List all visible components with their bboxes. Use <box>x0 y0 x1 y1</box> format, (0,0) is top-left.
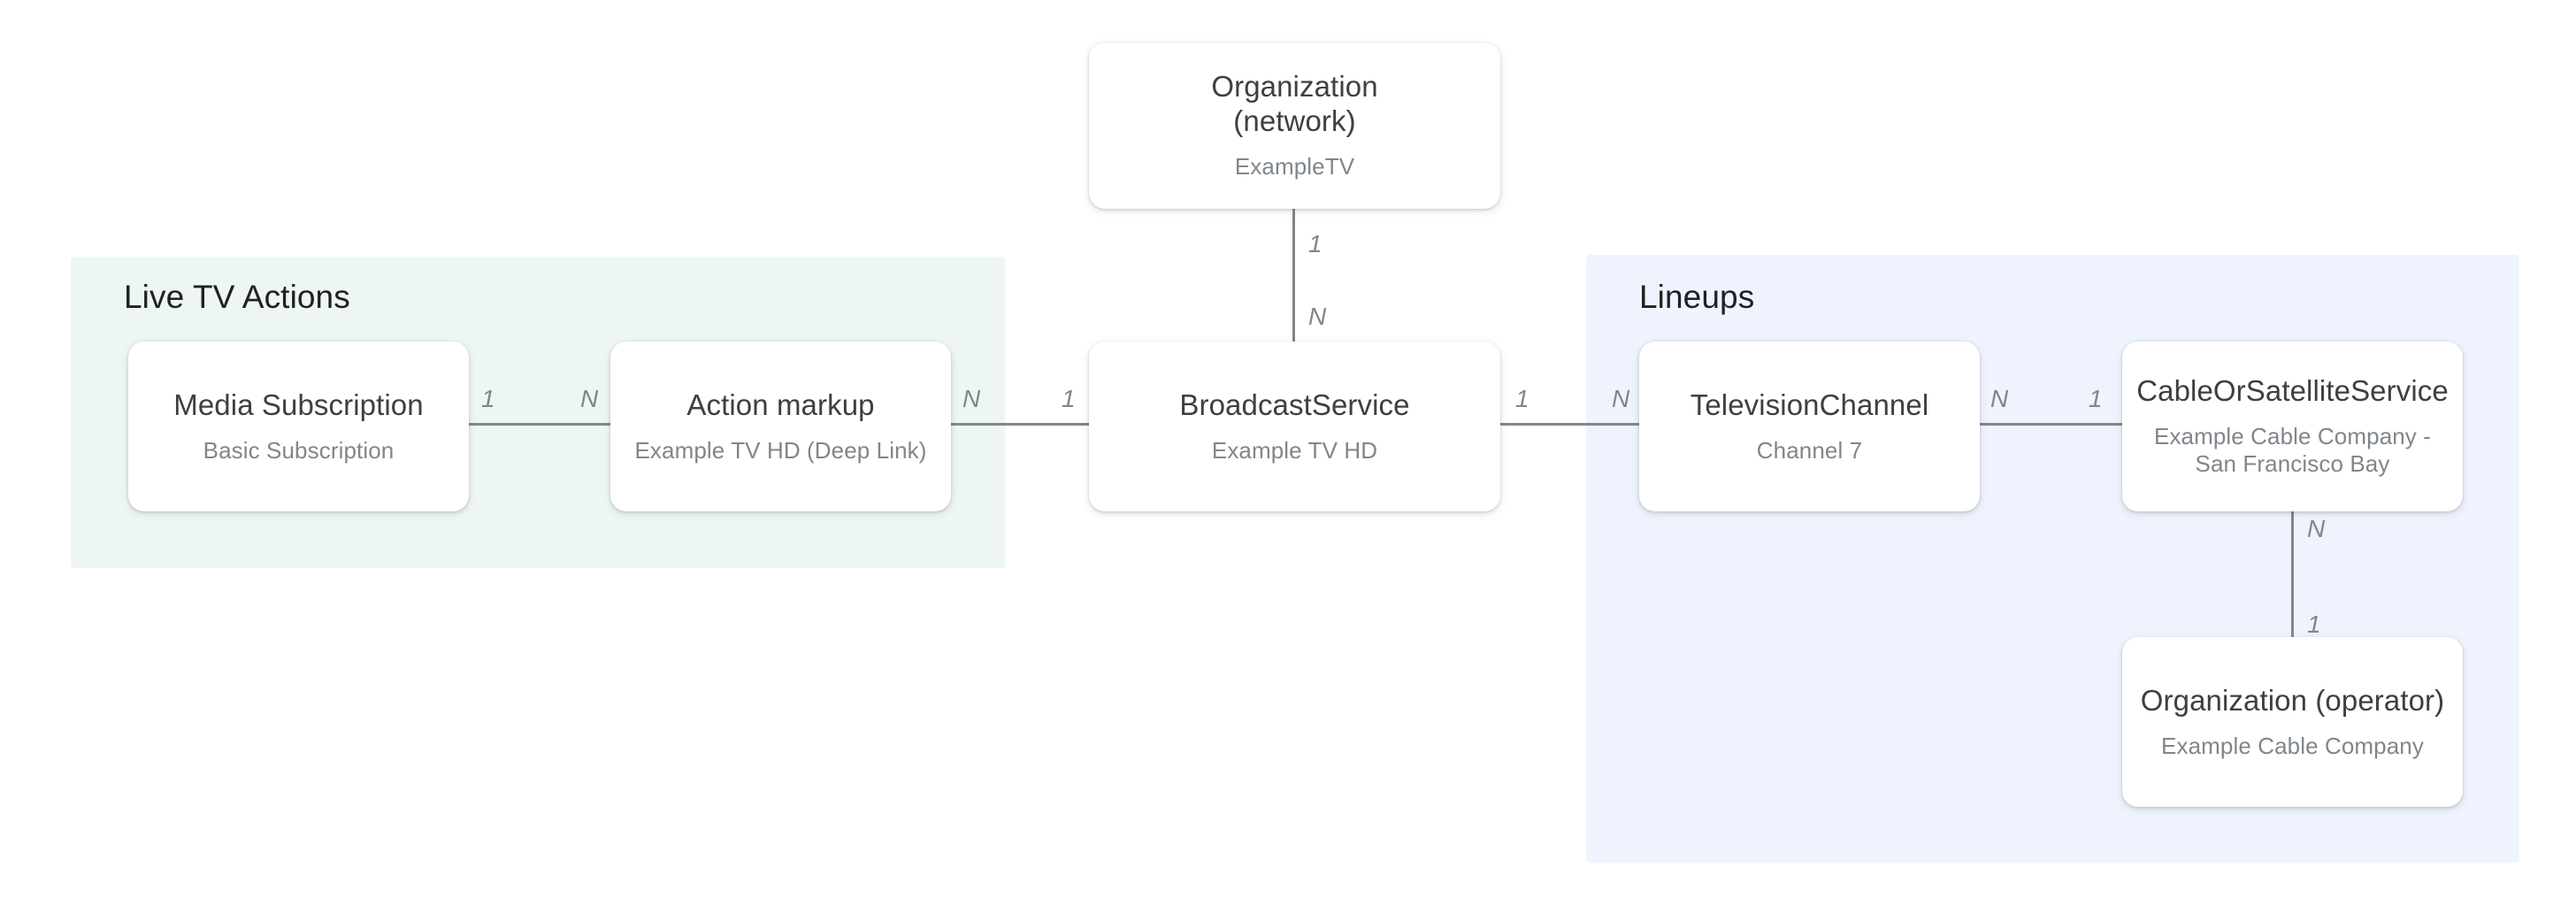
node-subtitle-line-2: San Francisco Bay <box>2195 450 2390 478</box>
node-organization-operator[interactable]: Organization (operator) Example Cable Co… <box>2122 637 2463 807</box>
edge-label-4: 1 <box>1062 385 1076 412</box>
edge-label-12: 1 <box>2307 610 2321 638</box>
node-media-subscription[interactable]: Media Subscription Basic Subscription <box>128 342 469 511</box>
edge-label-2: N <box>580 385 599 412</box>
node-title: CableOrSatelliteService <box>2136 373 2449 407</box>
group-title-live-tv-actions: Live TV Actions <box>124 279 350 315</box>
edge-label-3: N <box>962 385 981 412</box>
node-subtitle: Channel 7 <box>1756 436 1863 464</box>
node-subtitle: Basic Subscription <box>203 436 395 464</box>
node-action-markup[interactable]: Action markup Example TV HD (Deep Link) <box>610 342 951 511</box>
edge-line-media-subscription-action-markup <box>460 423 655 426</box>
node-organization-network[interactable]: Organization (network) ExampleTV <box>1089 42 1500 209</box>
edge-line-action-markup-broadcast-service <box>938 423 1159 426</box>
node-title: TelevisionChannel <box>1690 388 1929 421</box>
node-title: Organization (network) <box>1211 70 1377 139</box>
edge-label-6: N <box>1308 303 1327 330</box>
edge-label-10: 1 <box>2089 385 2103 412</box>
edge-line-television-channel-cable-or-satellite-service <box>1968 423 2128 426</box>
node-cable-or-satellite-service[interactable]: CableOrSatelliteService Example Cable Co… <box>2122 342 2463 511</box>
node-subtitle: Example Cable Company <box>2161 732 2424 759</box>
edge-line-organization-network-broadcast-service <box>1292 203 1295 345</box>
node-title-line-2: (network) <box>1233 104 1356 138</box>
edge-label-5: 1 <box>1308 230 1322 257</box>
edge-label-7: 1 <box>1515 385 1530 412</box>
edge-label-1: 1 <box>481 385 495 412</box>
node-title: BroadcastService <box>1179 388 1410 421</box>
node-television-channel[interactable]: TelevisionChannel Channel 7 <box>1639 342 1980 511</box>
edge-label-9: N <box>1990 385 2009 412</box>
edge-line-cable-or-satellite-service-organization-operator <box>2291 509 2294 637</box>
node-broadcast-service[interactable]: BroadcastService Example TV HD <box>1089 342 1500 511</box>
node-subtitle-line-1: Example Cable Company - <box>2154 422 2431 449</box>
node-title-line-1: Organization <box>1211 70 1378 104</box>
node-title: Organization (operator) <box>2140 683 2445 717</box>
node-title: Action markup <box>686 388 875 421</box>
node-subtitle: Example TV HD (Deep Link) <box>634 436 927 464</box>
edge-line-broadcast-service-television-channel <box>1495 423 1672 426</box>
edge-label-8: N <box>1612 385 1630 412</box>
node-subtitle: Example Cable Company - San Francisco Ba… <box>2154 423 2431 479</box>
edge-label-11: N <box>2307 515 2326 542</box>
node-title: Media Subscription <box>173 388 424 421</box>
node-subtitle: ExampleTV <box>1234 153 1355 180</box>
node-subtitle: Example TV HD <box>1211 436 1378 464</box>
group-title-lineups: Lineups <box>1639 279 1755 315</box>
